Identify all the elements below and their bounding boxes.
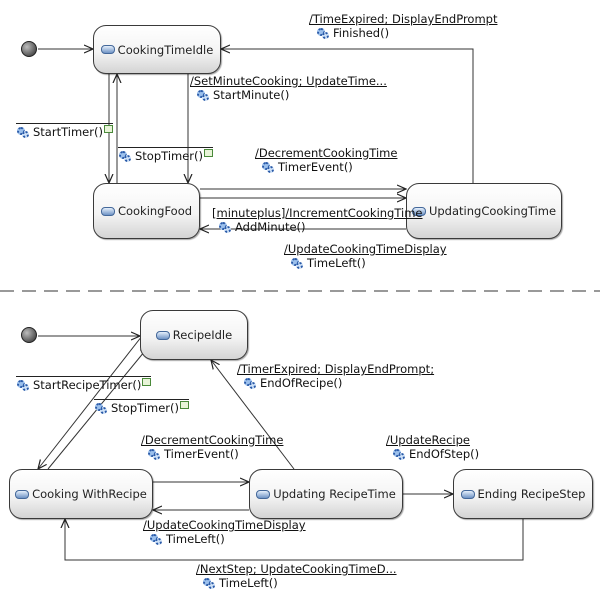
transition-event: StartTimer(): [33, 125, 103, 139]
transition-event: StopTimer(): [111, 401, 179, 415]
state-cooking-with-recipe[interactable]: Cooking WithRecipe: [9, 469, 153, 519]
state-label: UpdatingCookingTime: [428, 204, 557, 218]
transition-label-start-recipe-timer[interactable]: StartRecipeTimer(): [10, 376, 152, 392]
gear-event-icon: [261, 161, 275, 173]
state-chip-icon: [100, 206, 115, 216]
transition-label-end-of-recipe[interactable]: /TimerExpired; DisplayEndPrompt; EndOfRe…: [237, 362, 434, 390]
transition-action: /UpdateCookingTimeDisplay: [143, 518, 306, 532]
state-label: Updating RecipeTime: [273, 487, 396, 501]
transition-label-stop-timer-recipe[interactable]: StopTimer(): [94, 399, 189, 415]
transition-event: StartMinute(): [213, 88, 290, 102]
transition-label-stop-timer[interactable]: StopTimer(): [118, 147, 213, 163]
gear-event-icon: [290, 257, 304, 269]
guard-flag-icon: [103, 125, 113, 133]
transition-start-recipe-timer: [38, 335, 143, 469]
transition-action: /UpdateCookingTimeDisplay: [284, 242, 447, 256]
transition-label-finished[interactable]: /TimeExpired; DisplayEndPrompt Finished(…: [309, 12, 497, 40]
state-cooking-time-idle[interactable]: CookingTimeIdle: [93, 25, 221, 74]
transition-next-step: [65, 519, 524, 561]
gear-event-icon: [196, 89, 210, 101]
transition-finished: [221, 49, 474, 183]
state-chip-icon: [256, 489, 271, 499]
transition-event: StartRecipeTimer(): [33, 378, 142, 392]
transition-event: StopTimer(): [135, 149, 203, 163]
state-chip-icon: [155, 330, 170, 340]
transition-action: /SetMinuteCooking; UpdateTime...: [190, 74, 387, 88]
transition-action: [minuteplus]/IncrementCookingTime: [212, 206, 423, 220]
state-chip-icon: [411, 206, 426, 216]
gear-event-icon: [94, 402, 108, 414]
state-recipe-idle[interactable]: RecipeIdle: [140, 310, 248, 360]
transition-label-time-left-bottom[interactable]: /UpdateCookingTimeDisplay TimeLeft(): [143, 518, 306, 546]
transition-event: TimeLeft(): [307, 256, 366, 270]
transition-label-timer-event-top[interactable]: /DecrementCookingTime TimerEvent(): [255, 146, 397, 174]
transition-action: /NextStep; UpdateCookingTimeD...: [196, 562, 397, 576]
guard-flag-icon: [204, 149, 213, 157]
transition-event: TimerEvent(): [164, 447, 239, 461]
transition-event: TimeLeft(): [166, 532, 225, 546]
transition-label-start-minute[interactable]: /SetMinuteCooking; UpdateTime... StartMi…: [190, 74, 387, 102]
transition-event: TimerEvent(): [278, 160, 353, 174]
guard-flag-icon: [180, 401, 189, 409]
initial-state-bottom: [21, 327, 37, 343]
gear-event-icon: [243, 377, 257, 389]
state-chip-icon: [15, 489, 30, 499]
gear-event-icon: [316, 27, 330, 39]
transition-action: /DecrementCookingTime: [255, 146, 398, 160]
initial-state-top: [21, 41, 37, 57]
transition-label-time-left-top[interactable]: /UpdateCookingTimeDisplay TimeLeft(): [284, 242, 447, 270]
state-chip-icon: [460, 489, 475, 499]
transition-event: EndOfRecipe(): [260, 376, 343, 390]
transition-action: /UpdateRecipe: [386, 433, 470, 447]
gear-event-icon: [392, 448, 406, 460]
gear-event-icon: [202, 577, 216, 589]
gear-event-icon: [16, 126, 30, 138]
state-label: CookingTimeIdle: [117, 42, 214, 57]
transition-event: EndOfStep(): [409, 447, 480, 461]
transition-label-add-minute[interactable]: [minuteplus]/IncrementCookingTime AddMin…: [212, 206, 423, 234]
state-cooking-food[interactable]: CookingFood: [93, 183, 200, 239]
state-label: CookingFood: [117, 204, 193, 218]
state-ending-recipe-step[interactable]: Ending RecipeStep: [453, 469, 593, 519]
state-updating-cooking-time[interactable]: UpdatingCookingTime: [406, 183, 562, 239]
state-label: Cooking WithRecipe: [32, 487, 147, 501]
transition-event: TimeLeft(): [219, 576, 278, 590]
transition-event: Finished(): [333, 26, 390, 40]
state-updating-recipe-time[interactable]: Updating RecipeTime: [249, 469, 403, 519]
gear-event-icon: [147, 448, 161, 460]
transition-label-timer-event-bottom[interactable]: /DecrementCookingTime TimerEvent(): [141, 433, 283, 461]
transition-label-start-timer[interactable]: StartTimer(): [10, 123, 113, 139]
state-label: Ending RecipeStep: [477, 487, 586, 501]
gear-event-icon: [218, 221, 232, 233]
transition-label-end-of-step[interactable]: /UpdateRecipe EndOfStep(): [386, 433, 479, 461]
transition-action: /TimerExpired; DisplayEndPrompt;: [237, 362, 435, 376]
gear-event-icon: [149, 533, 163, 545]
transition-label-next-step[interactable]: /NextStep; UpdateCookingTimeD... TimeLef…: [196, 562, 397, 590]
gear-event-icon: [16, 379, 30, 391]
state-label: RecipeIdle: [172, 328, 233, 342]
transition-action: /DecrementCookingTime: [141, 433, 284, 447]
gear-event-icon: [118, 150, 132, 162]
transition-action: /TimeExpired; DisplayEndPrompt: [309, 12, 498, 26]
state-chip-icon: [100, 45, 115, 54]
transition-end-of-recipe: [211, 360, 295, 470]
transition-event: AddMinute(): [235, 220, 306, 234]
guard-flag-icon: [142, 378, 152, 386]
